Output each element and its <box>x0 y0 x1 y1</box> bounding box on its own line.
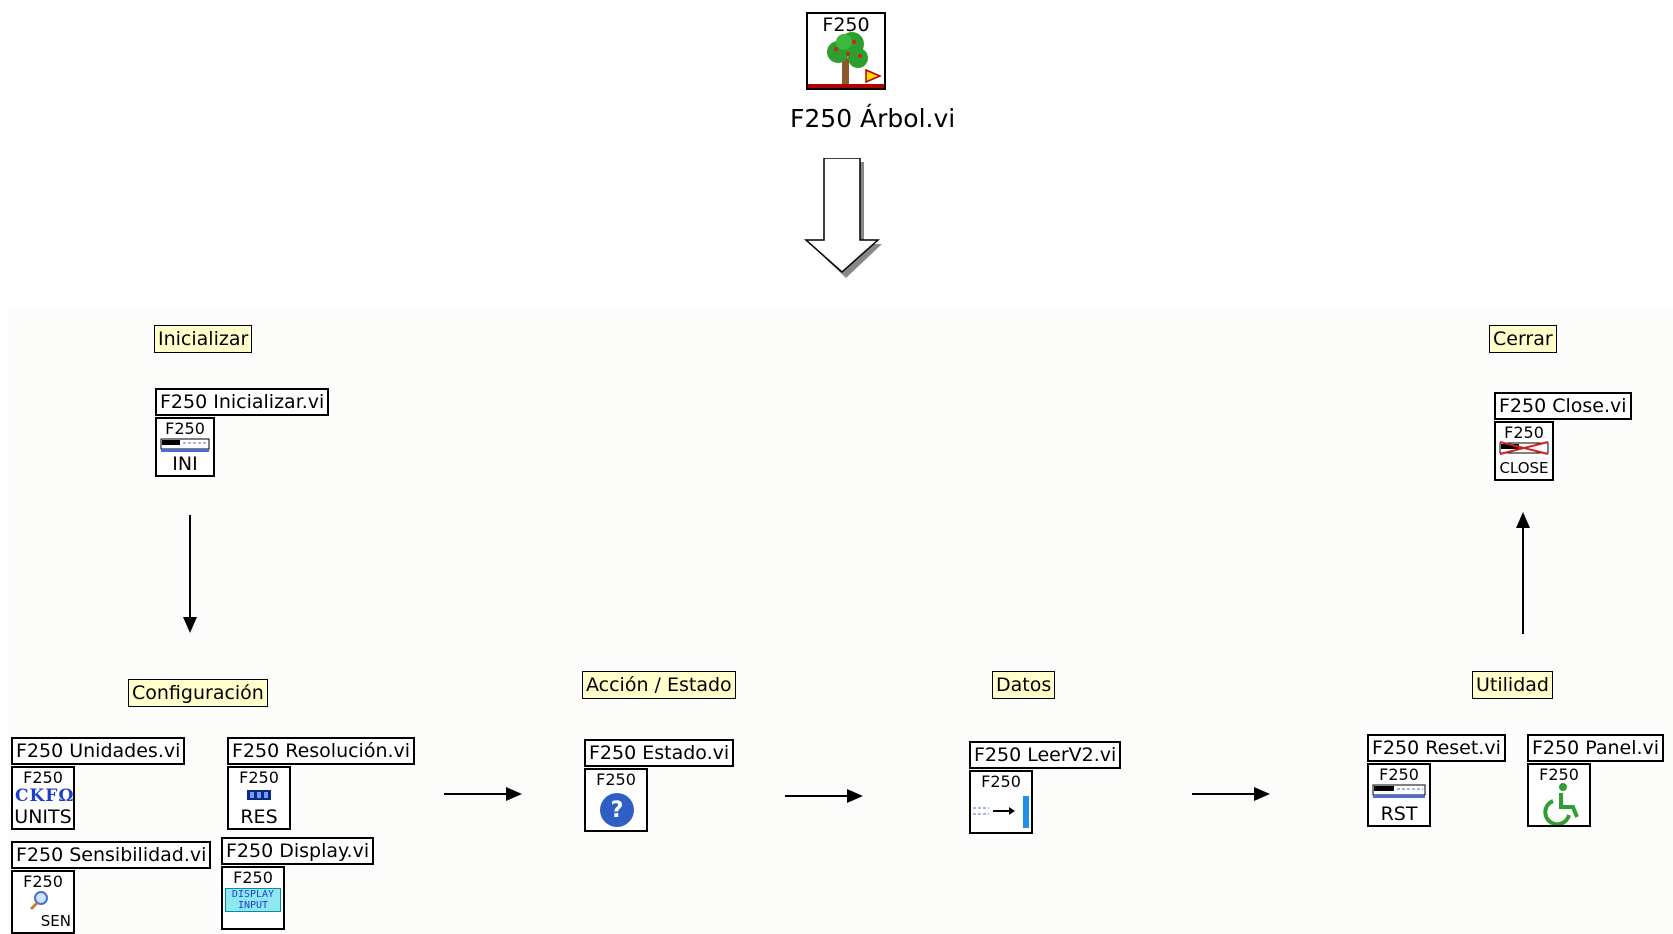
icon-header: F250 <box>23 872 63 891</box>
icon-header: F250 <box>1379 765 1419 784</box>
arbol-vi-title: F250 Árbol.vi <box>790 104 956 133</box>
section-label-configuracion: Configuración <box>128 679 268 707</box>
vi-name-sensibilidad[interactable]: F250 Sensibilidad.vi <box>11 841 212 869</box>
section-label-datos: Datos <box>992 671 1056 699</box>
resolution-icon <box>247 790 271 800</box>
read-data-icon <box>973 796 1029 828</box>
vi-name-unidades[interactable]: F250 Unidades.vi <box>11 737 186 765</box>
display-input-box: DISPLAY INPUT <box>225 888 281 912</box>
vi-code-inicializar: INI <box>172 453 198 475</box>
arrow-configuracion-to-estado <box>444 787 522 801</box>
icon-header: F250 <box>233 868 273 887</box>
instrument-icon <box>160 438 210 452</box>
tree-icon <box>808 32 884 88</box>
section-label-inicializar: Inicializar <box>154 325 253 353</box>
icon-header: F250 <box>165 419 205 438</box>
wheelchair-icon <box>1543 783 1579 825</box>
units-symbols: CKFΩ <box>15 786 75 806</box>
vi-icon-reset[interactable]: F250 RST <box>1367 763 1431 827</box>
arrow-datos-to-utilidad <box>1192 787 1270 801</box>
arrow-utilidad-to-cerrar <box>1516 512 1530 634</box>
display-line2: INPUT <box>237 900 269 911</box>
vi-name-leer[interactable]: F250 LeerV2.vi <box>969 741 1122 769</box>
vi-icon-leer[interactable]: F250 <box>969 770 1033 834</box>
vi-icon-resolucion[interactable]: F250 RES <box>227 766 291 830</box>
instrument-icon <box>1372 784 1426 798</box>
vi-name-estado[interactable]: F250 Estado.vi <box>584 739 735 767</box>
vi-name-reset[interactable]: F250 Reset.vi <box>1367 734 1506 762</box>
big-down-arrow <box>804 158 882 278</box>
question-icon: ? <box>600 793 634 827</box>
arbol-icon-label: F250 <box>822 14 870 36</box>
arbol-vi-icon[interactable]: F250 <box>806 12 886 90</box>
vi-icon-inicializar[interactable]: F250 INI <box>155 417 215 477</box>
section-label-accion-estado: Acción / Estado <box>582 671 736 699</box>
vi-icon-panel[interactable]: F250 <box>1527 763 1591 827</box>
vi-icon-display[interactable]: F250 DISPLAY INPUT <box>221 866 285 930</box>
icon-header: F250 <box>1539 765 1579 784</box>
vi-name-inicializar[interactable]: F250 Inicializar.vi <box>155 388 330 416</box>
magnifier-icon <box>29 891 48 911</box>
svg-text:?: ? <box>611 798 624 823</box>
vi-name-panel[interactable]: F250 Panel.vi <box>1527 734 1665 762</box>
icon-header: F250 <box>596 770 636 789</box>
vi-code-reset: RST <box>1380 803 1418 825</box>
icon-header: F250 <box>239 768 279 787</box>
vi-name-resolucion[interactable]: F250 Resolución.vi <box>227 737 416 765</box>
icon-header: F250 <box>1504 423 1544 442</box>
close-instrument-icon <box>1499 441 1549 455</box>
arrow-estado-to-datos <box>785 789 863 803</box>
vi-code-resolucion: RES <box>240 806 278 828</box>
icon-header: F250 <box>23 768 63 787</box>
vi-code-close: CLOSE <box>1499 459 1549 477</box>
vi-icon-unidades[interactable]: F250 CKFΩ UNITS <box>11 766 75 830</box>
vi-name-display[interactable]: F250 Display.vi <box>221 837 375 865</box>
vi-icon-sensibilidad[interactable]: F250 SEN <box>11 870 75 934</box>
vi-icon-close[interactable]: F250 CLOSE <box>1494 421 1554 481</box>
icon-header: F250 <box>981 772 1021 791</box>
vi-code-sensibilidad: SEN <box>40 912 71 930</box>
section-label-utilidad: Utilidad <box>1472 671 1553 699</box>
vi-icon-estado[interactable]: F250 ? <box>584 768 648 832</box>
vi-code-unidades: UNITS <box>14 806 72 828</box>
arrow-inicializar-to-configuracion <box>183 515 197 633</box>
vi-name-close[interactable]: F250 Close.vi <box>1494 392 1632 420</box>
display-line1: DISPLAY <box>231 889 275 900</box>
section-label-cerrar: Cerrar <box>1489 325 1557 353</box>
